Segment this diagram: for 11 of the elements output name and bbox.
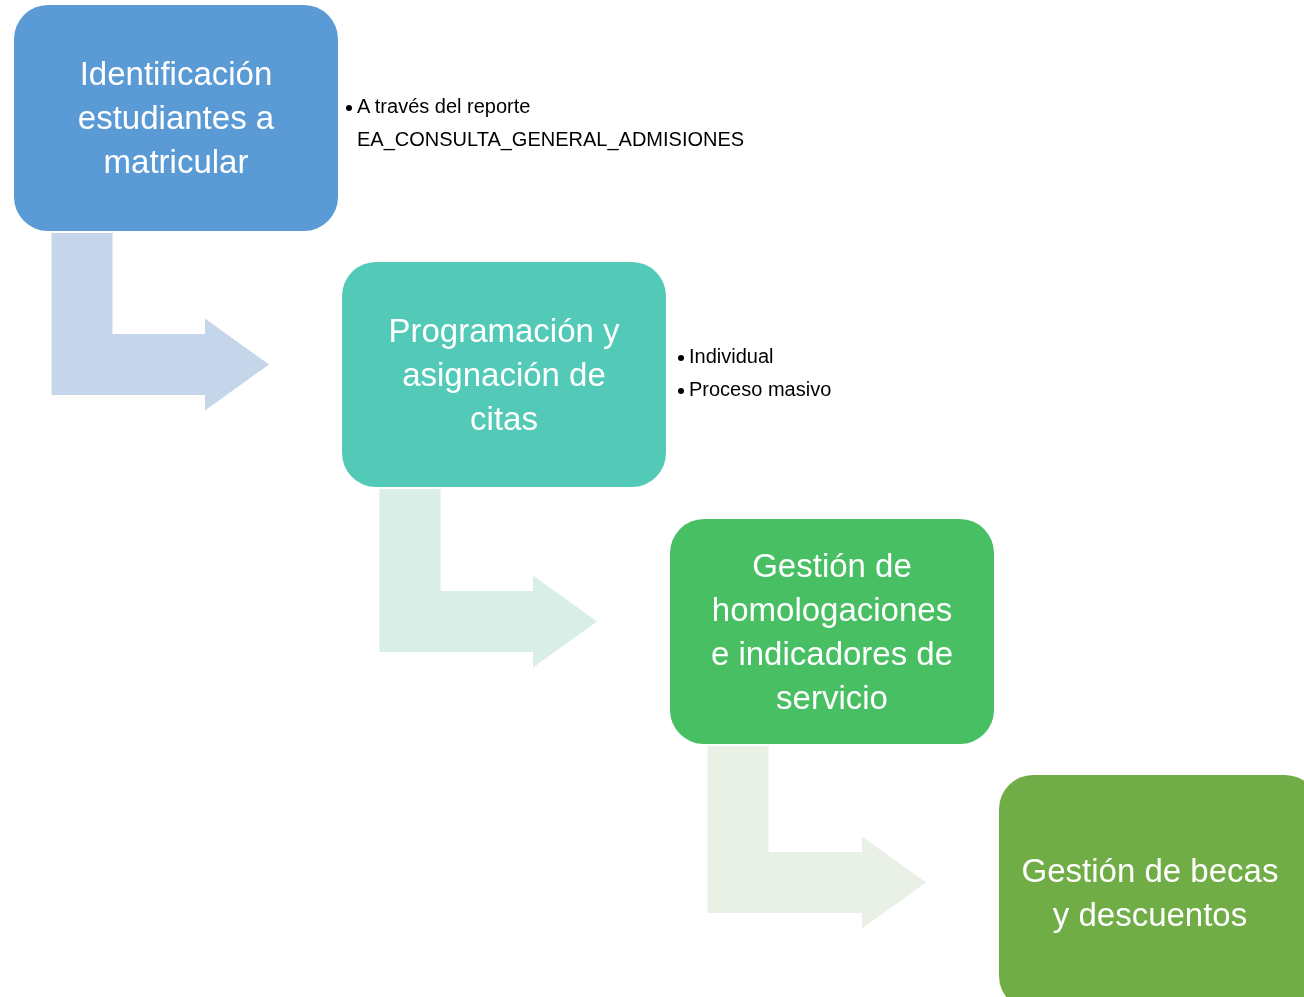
step-title: Identificación estudiantes a matricular xyxy=(76,54,276,182)
step-title: Programación y asignación de citas xyxy=(387,310,621,439)
step-title: Gestión de homologaciones e indicadores de servicio xyxy=(709,545,955,718)
process-box xyxy=(14,5,338,231)
bullet-note: Individual xyxy=(677,340,927,373)
process-box xyxy=(670,519,994,744)
process-box xyxy=(342,262,666,487)
bullet-note: Proceso masivo xyxy=(677,373,927,406)
process-box xyxy=(999,775,1304,997)
bullet-note: A través del reporte EA_CONSULTA_GENERAL_ADMISIONES xyxy=(345,90,795,156)
step-title: Gestión de becas y descuentos xyxy=(1021,850,1279,935)
